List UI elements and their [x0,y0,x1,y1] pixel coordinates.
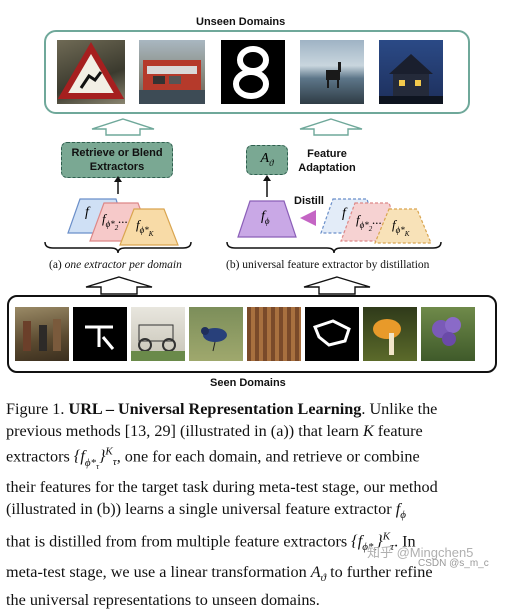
caption-label: Figure 1. [6,400,65,418]
caption-title: URL – Universal Representation Learning [68,400,362,418]
retrieve-blend-box: Retrieve or Blend Extractors [61,142,173,178]
teacher-f-label: f [342,206,346,221]
seen-domains-panel [7,295,497,373]
arrow-up-small-icon [114,176,122,194]
distill-label: Distill [294,195,324,207]
teacher-fk-label: fϕ*K [392,217,410,238]
a-theta-box: Aϑ [246,145,288,175]
arrow-up-seen-right-icon [303,276,371,295]
caption-line-7: meta-test stage, we use a linear transfo… [6,562,433,585]
csdn-watermark: CSDN @s_m_c [418,558,489,569]
extractor-stack-a [67,198,179,246]
arrow-up-seen-left-icon [85,276,153,295]
seen-image-bird [189,307,243,361]
arrow-up-right-icon [299,118,363,136]
brace-right [226,241,442,254]
extractor-f2-label: fϕ*2... [102,211,129,232]
distill-arrow-icon [300,210,316,226]
caption-line-3: extractors {fϕ*τ}Kτ, one for each domain… [6,446,420,471]
caption-line-8: the universal representations to unseen … [6,590,320,609]
figure-caption: Figure 1. URL – Universal Representation… [6,399,502,611]
seen-image-village [15,307,69,361]
arrow-up-left-icon [91,118,155,136]
a-theta-symbol: A [260,151,270,166]
unseen-domains-panel [44,30,470,114]
unseen-domains-title: Unseen Domains [196,16,286,28]
extractor-f-label: f [85,205,89,220]
seen-image-flower [421,307,475,361]
unseen-image-deer-lake [300,40,364,104]
extractor-fk-label: fϕ*K [136,217,154,238]
caption-line-6: that is distilled from from multiple fea… [6,530,416,556]
teacher-f2-label: fϕ*2... [356,212,383,233]
subcaption-b: (b) universal feature extractor by disti… [226,259,430,271]
teacher-extractors-dashed [320,198,432,244]
zhihu-watermark: 知乎 @Mingchen5 [367,545,474,560]
caption-line-5: (illustrated in (b)) learns a single uni… [6,499,406,522]
seen-image-vintage-car [131,307,185,361]
universal-extractor [237,200,297,238]
universal-f-phi-label: fϕ [261,209,270,226]
seen-image-handwritten-char [73,307,127,361]
seen-domains-title: Seen Domains [210,377,286,389]
caption-line-2: previous methods [13, 29] (illustrated i… [6,421,423,440]
subcaption-a: (a) one extractor per domain [49,259,182,271]
seen-image-mushroom [363,307,417,361]
unseen-image-ferry [139,40,205,104]
caption-line-4: their features for the target task durin… [6,478,438,497]
caption-line-1: Figure 1. URL – Universal Representation… [6,400,438,418]
a-theta-subscript: ϑ [269,157,274,168]
seen-image-doodle [305,307,359,361]
feature-adaptation-label: Feature Adaptation [298,148,356,174]
unseen-image-road-sign [57,40,125,104]
unseen-image-digit-eight [221,40,285,104]
brace-left [44,241,192,254]
caption-extractor-set: {fϕ*τ}Kτ [73,446,117,471]
seen-image-woven-texture [247,307,301,361]
arrow-up-a-icon [263,175,271,197]
retrieve-blend-label: Retrieve or Blend Extractors [71,147,163,173]
unseen-image-house-dusk [379,40,443,104]
